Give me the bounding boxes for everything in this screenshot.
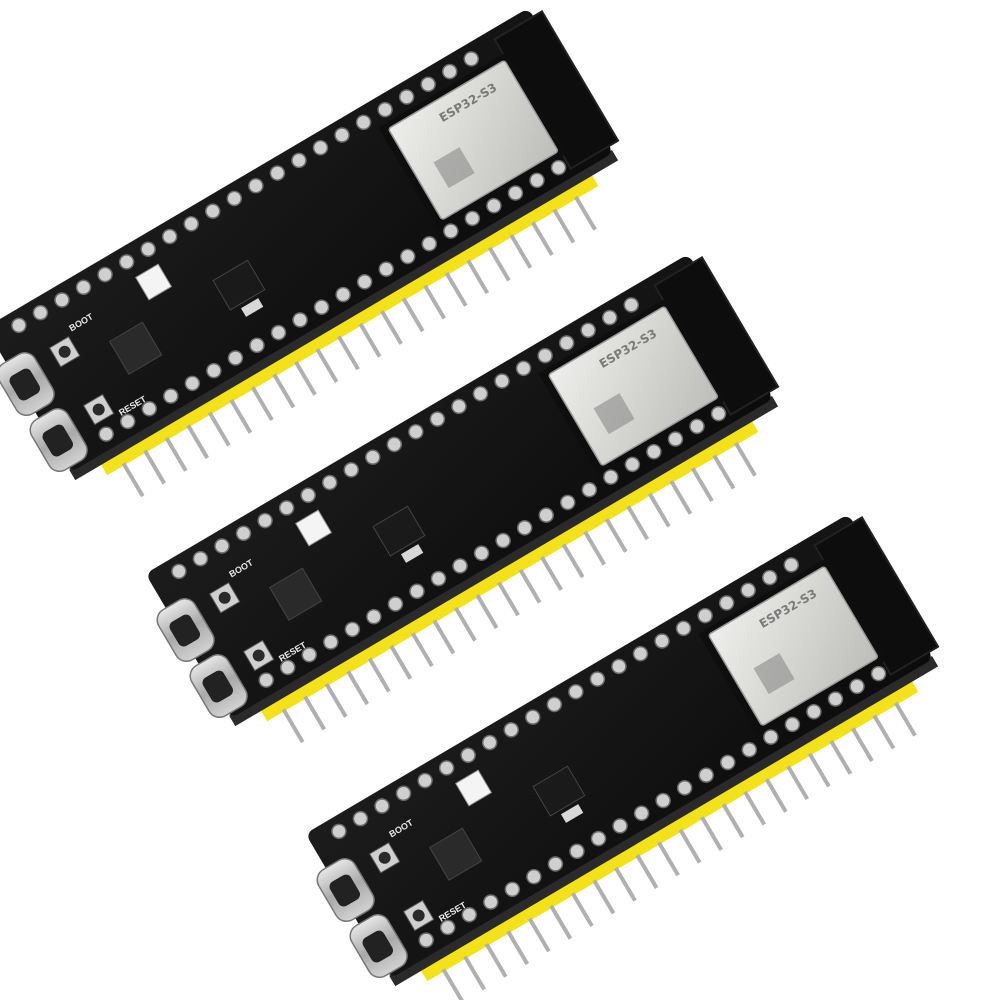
qr-code [753, 653, 795, 695]
rgb-led [455, 769, 493, 807]
usb-uart-chip [108, 321, 163, 375]
voltage-regulator [372, 505, 426, 557]
esp32-module: ESP32-S3 [378, 51, 568, 230]
esp32-module: ESP32-S3 [538, 297, 728, 476]
pin-row-bottom [98, 159, 567, 442]
voltage-regulator [532, 765, 586, 817]
voltage-regulator [212, 259, 266, 311]
qr-code [593, 393, 635, 435]
pin-row-top [331, 557, 800, 840]
usb-uart-chip [268, 567, 323, 621]
dev-board-3: ESP32-S3 BOOT RESET [308, 516, 940, 1000]
pin-row-bottom [258, 405, 727, 688]
qr-code [433, 147, 475, 189]
pin-row-bottom [418, 665, 887, 948]
rgb-led [135, 263, 173, 301]
dev-board-1: ESP32-S3 BOOT RESET [0, 10, 620, 498]
pin-row-top [11, 51, 480, 334]
pin-row-top [171, 297, 640, 580]
rgb-led [295, 509, 333, 547]
dev-board-2: ESP32-S3 BOOT RESET [148, 256, 780, 744]
usb-uart-chip [428, 827, 483, 881]
esp32-module: ESP32-S3 [698, 557, 888, 736]
